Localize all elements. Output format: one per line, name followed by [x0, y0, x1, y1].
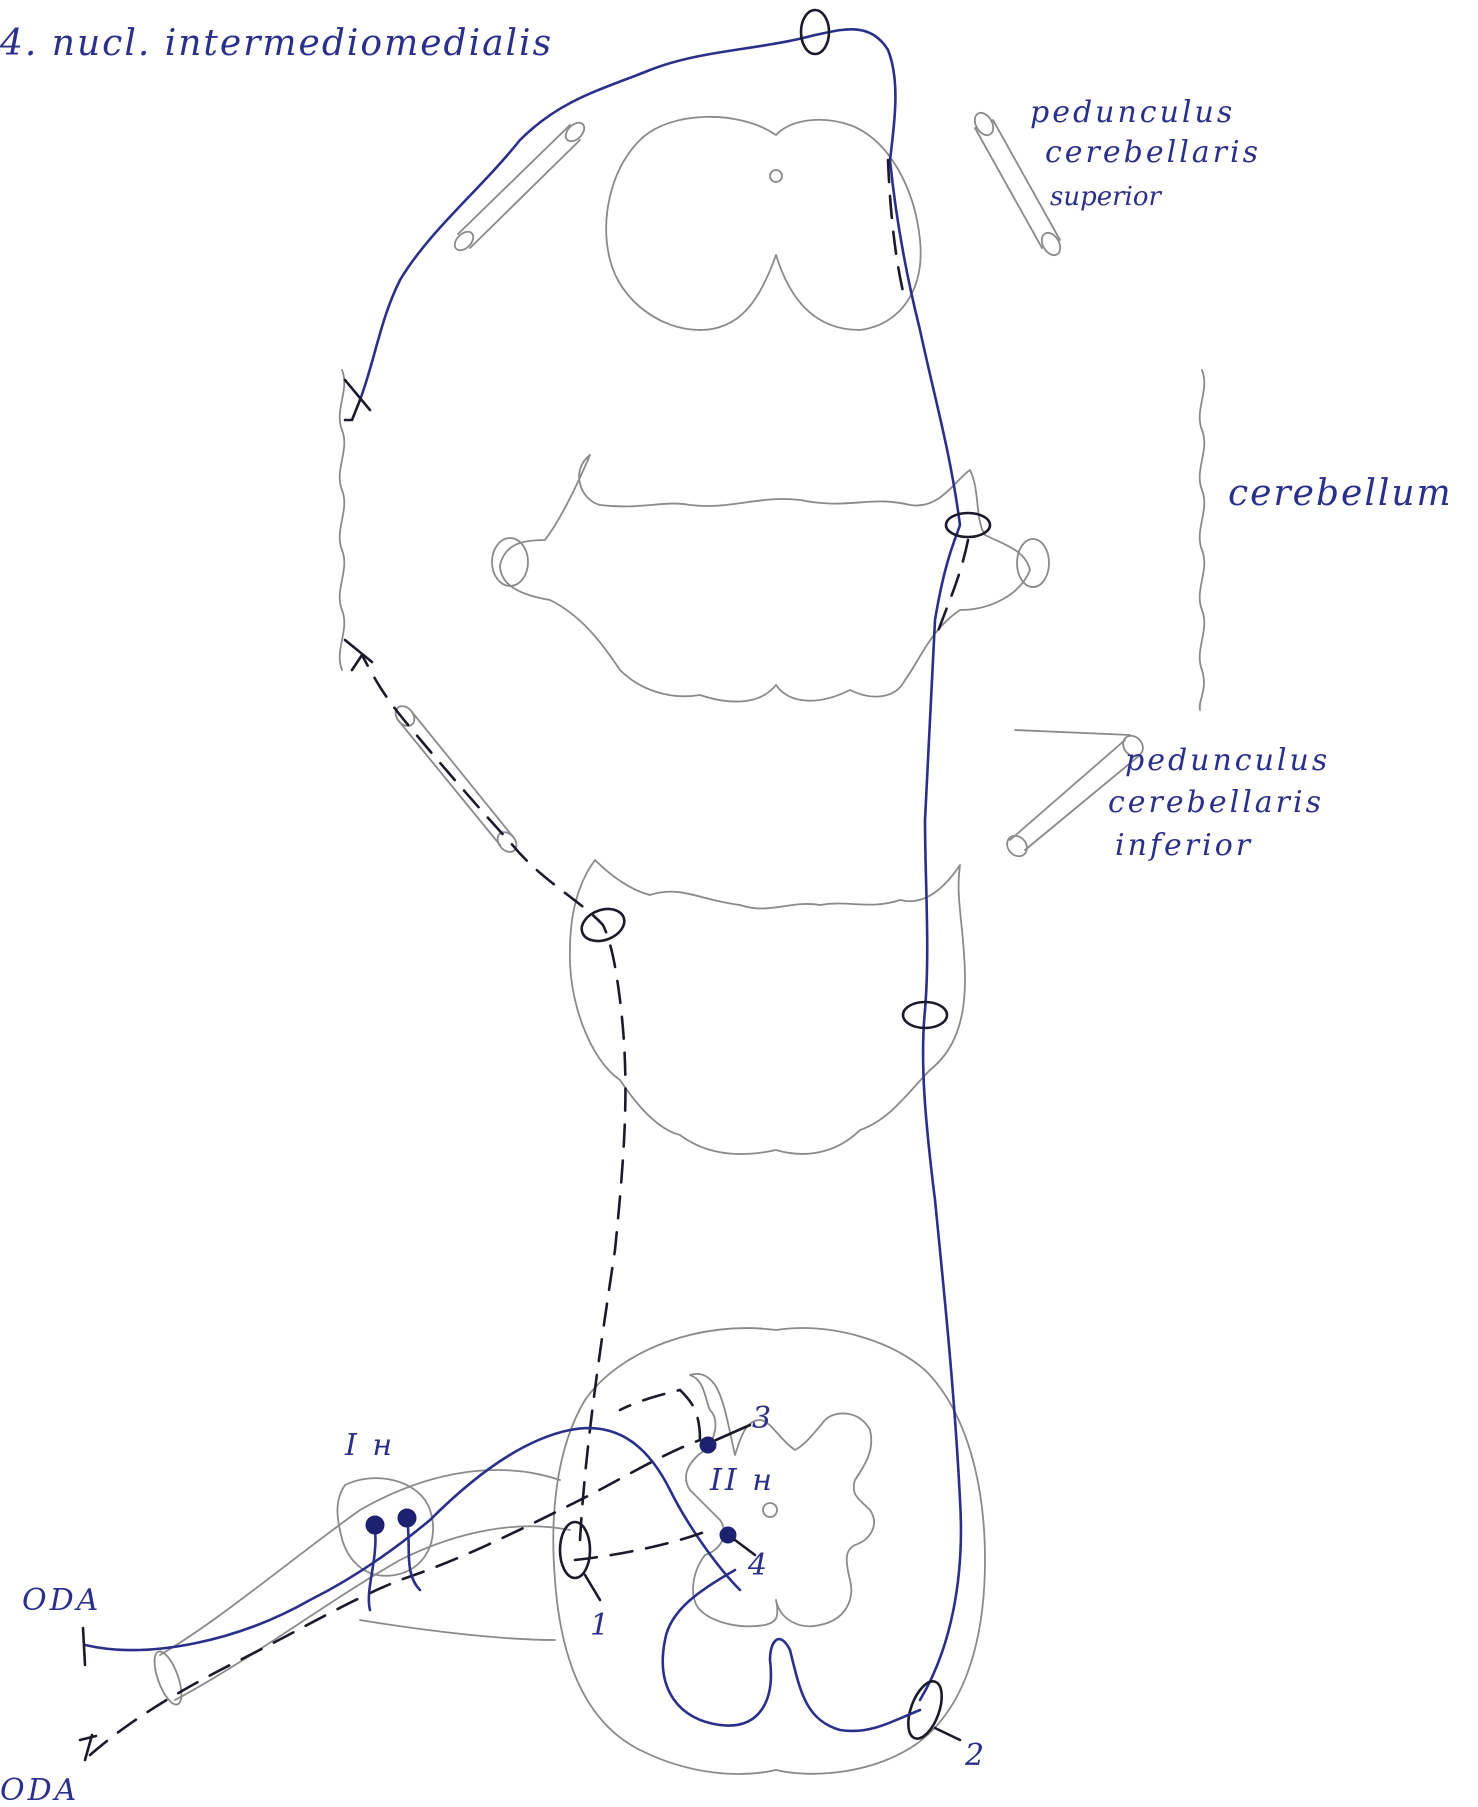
nerve-root	[160, 1470, 560, 1655]
midbrain-section	[606, 117, 920, 330]
label-top-nucleus: 4. nucl. intermediomedialis	[0, 23, 553, 64]
label-ped-inf-2: cerebellaris	[1108, 785, 1324, 820]
central-canal	[763, 1503, 777, 1517]
label-neuron-2: II н	[709, 1463, 775, 1498]
neuron-2-cell-3	[700, 1437, 716, 1453]
label-cerebellum: cerebellum	[1228, 473, 1453, 514]
label-ped-inf-3: inferior	[1115, 828, 1253, 863]
pointer-2	[935, 1728, 960, 1740]
upper-terminal	[345, 380, 370, 420]
label-marker-1: 1	[590, 1608, 612, 1643]
right-lateral-knob	[1017, 539, 1049, 587]
spinal-internal-loop	[663, 1570, 920, 1731]
pointer-1	[585, 1575, 600, 1600]
pons-section	[500, 455, 1030, 702]
anterior-funiculus-oval	[560, 1522, 590, 1578]
label-ped-inf-1: pedunculus	[1125, 743, 1330, 778]
label-marker-4: 4	[747, 1548, 770, 1583]
cerebellum-bracket-right	[1200, 370, 1205, 710]
neuron-1-cell-b	[398, 1509, 416, 1527]
pointer-3	[716, 1425, 750, 1440]
label-oda-lower: ODA	[0, 1773, 79, 1807]
label-marker-3: 3	[752, 1401, 774, 1436]
cerebellum-bracket-left	[340, 370, 345, 670]
label-ped-sup-1: pedunculus	[1030, 95, 1235, 130]
label-oda-upper: ODA	[22, 1583, 101, 1618]
pons-crossing-oval	[946, 513, 990, 537]
oda-lower-arrow	[80, 1735, 96, 1760]
nerve-root-branch	[360, 1620, 555, 1640]
anterior-spinocerebellar-tract	[362, 655, 625, 1540]
neuron-1-cell-a	[366, 1516, 384, 1534]
grey-matter	[686, 1374, 874, 1626]
spinal-ganglion	[338, 1478, 434, 1576]
left-lateral-knob	[492, 538, 528, 586]
afferent-fiber-dashed	[90, 1440, 700, 1755]
nerve-root-lower	[175, 1526, 570, 1700]
cerebral-aqueduct	[770, 170, 782, 182]
label-neuron-1: I н	[344, 1428, 395, 1463]
neuron-2-cell-4	[720, 1527, 736, 1543]
oda-upper-tick	[83, 1628, 85, 1665]
label-ped-sup-2: cerebellaris	[1045, 135, 1261, 170]
midbrain-dashed-segment	[888, 160, 905, 300]
lateral-funiculus-oval	[902, 1677, 949, 1743]
nerve-cut-end	[149, 1648, 187, 1707]
spinal-dashed-collateral	[575, 1390, 710, 1560]
afferent-fiber-solid	[85, 1428, 740, 1650]
label-ped-sup-3: superior	[1050, 182, 1163, 212]
label-marker-2: 2	[964, 1738, 987, 1773]
